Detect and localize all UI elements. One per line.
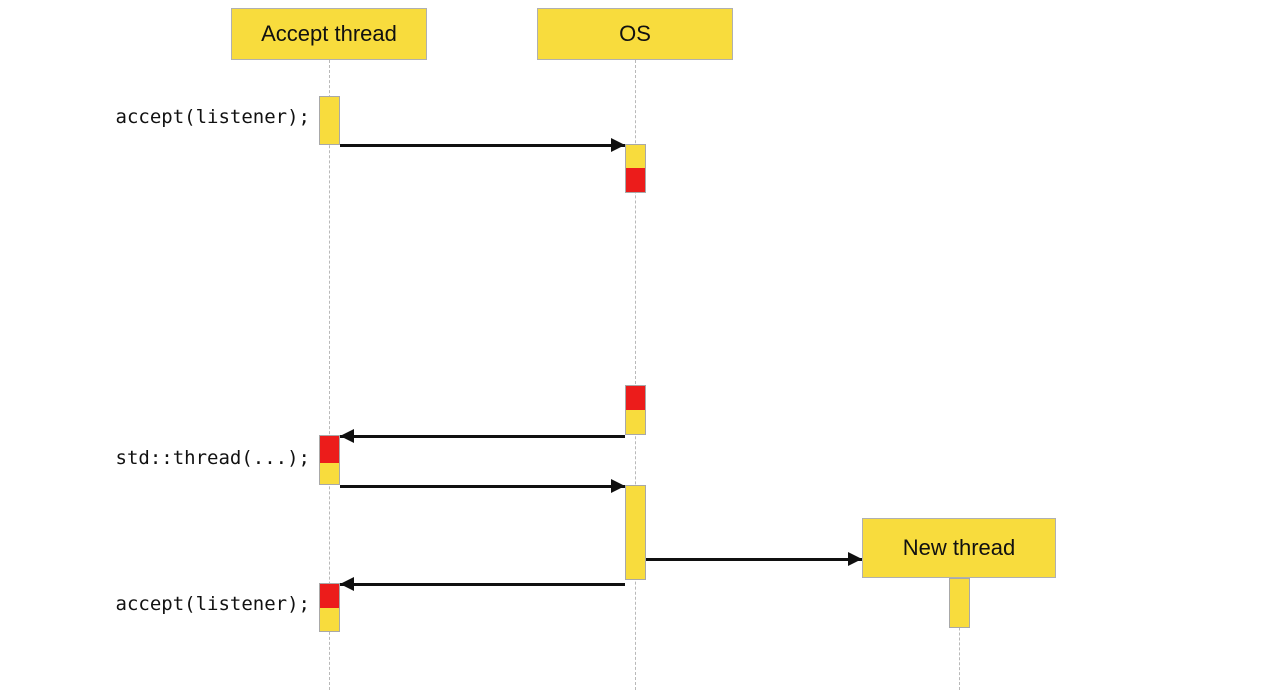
message-line-os-return-2 [340,583,625,586]
participant-new-thread[interactable]: New thread [862,518,1056,578]
arrowhead-right-accept-call-1 [611,138,625,152]
participant-os[interactable]: OS [537,8,733,60]
activation-segment-red [626,168,645,192]
activation-segment-yellow [626,486,645,579]
message-line-spawn-new-thread [646,558,862,561]
activation-segment-red [320,436,339,463]
lifeline-os [635,60,636,690]
participant-os-label: OS [619,21,651,46]
activation-bar-accept-thread-3 [319,583,340,632]
arrowhead-right-spawn-new-thread [848,552,862,566]
participant-new-thread-label: New thread [902,535,1016,560]
arrowhead-left-os-return-1 [340,429,354,443]
activation-bar-accept-thread-1 [319,96,340,145]
message-line-thread-call [340,485,625,488]
lifeline-accept-thread [329,60,330,690]
activation-bar-os-2 [625,385,646,435]
activation-segment-yellow [320,607,339,631]
activation-segment-red [626,386,645,410]
lifeline-new-thread [959,578,960,690]
activation-bar-os-1 [625,144,646,193]
participant-accept-thread-label: Accept thread [261,21,397,46]
arrowhead-left-os-return-2 [340,577,354,591]
activation-segment-red [320,584,339,608]
code-label-accept-2: accept(listener); [115,593,310,615]
activation-segment-yellow [950,579,969,627]
activation-segment-yellow [320,97,339,144]
activation-segment-yellow [626,145,645,169]
activation-bar-accept-thread-2 [319,435,340,485]
code-label-accept-1: accept(listener); [115,106,310,128]
participant-accept-thread[interactable]: Accept thread [231,8,427,60]
activation-segment-yellow [320,462,339,484]
activation-bar-new-thread-1 [949,578,970,628]
arrowhead-right-thread-call [611,479,625,493]
message-line-os-return-1 [340,435,625,438]
activation-segment-yellow [626,410,645,434]
code-label-std-thread: std::thread(...); [115,447,310,469]
activation-bar-os-3 [625,485,646,580]
message-line-accept-call-1 [340,144,625,147]
